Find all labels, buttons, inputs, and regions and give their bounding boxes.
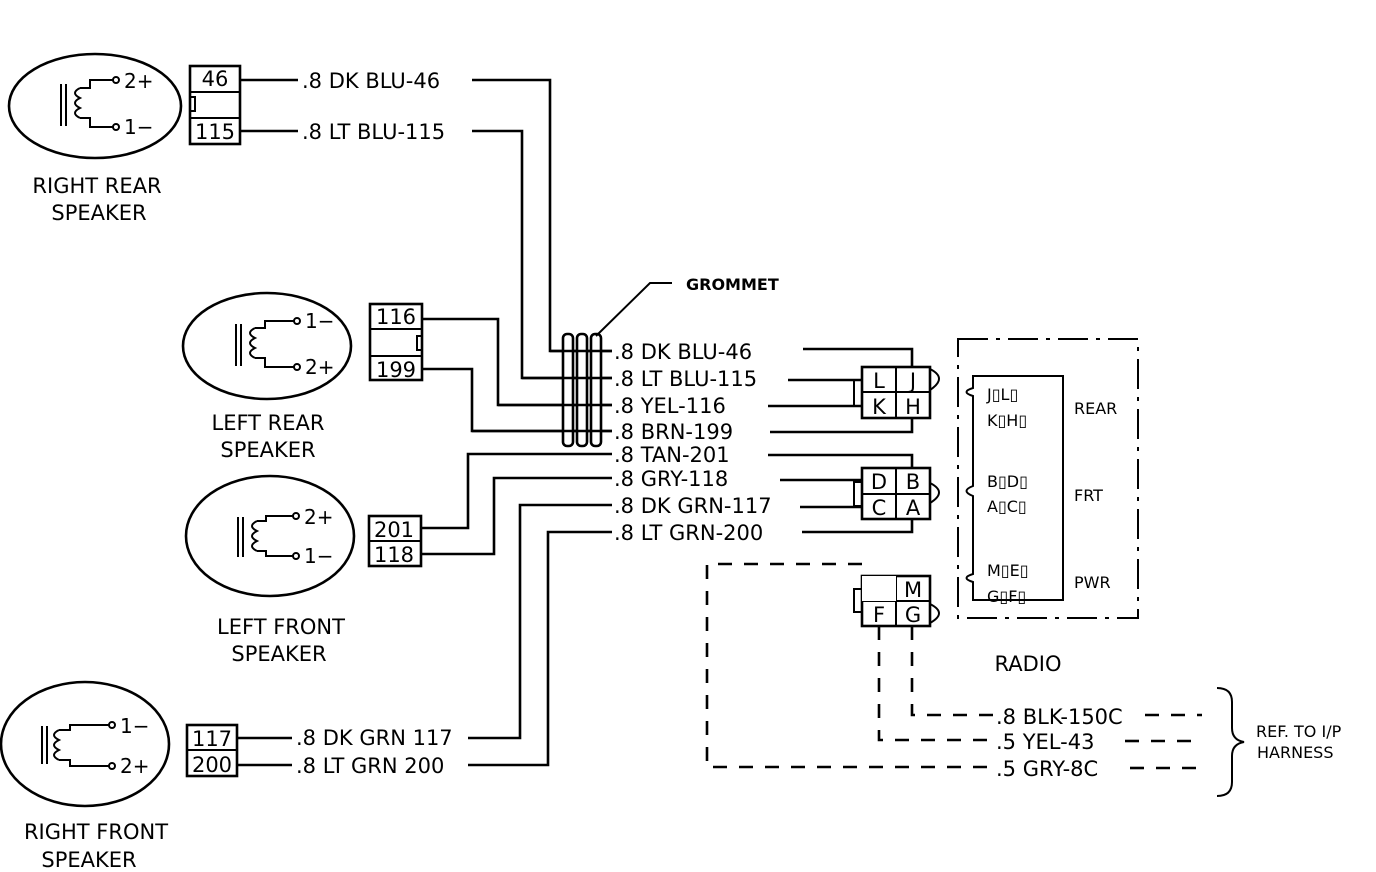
connector-pin-label: J bbox=[908, 369, 916, 393]
harness-wire-label: .8 DK BLU-46 bbox=[614, 340, 752, 364]
ref-note-line2: HARNESS bbox=[1257, 743, 1333, 762]
terminal-bottom-label: 2+ bbox=[305, 355, 334, 379]
speaker-outline bbox=[7, 52, 183, 160]
right-front-connector: 117 200 bbox=[185, 723, 239, 778]
connector-pin-label: G bbox=[905, 603, 921, 627]
left-rear-speaker: 1− 2+ LEFT REAR SPEAKER bbox=[181, 291, 353, 462]
connector-pin-label: K bbox=[872, 395, 887, 419]
speaker-coil-icon bbox=[41, 724, 109, 767]
terminal-bottom-label: 1− bbox=[304, 544, 333, 568]
speaker-caption-line1: RIGHT REAR bbox=[32, 174, 161, 198]
radio-pin-row: A▯C▯ bbox=[987, 497, 1027, 516]
connector-pin-label: L bbox=[873, 369, 885, 393]
radio-pwr-label: PWR bbox=[1074, 573, 1111, 592]
rear-speaker-connector: L J K H bbox=[853, 365, 940, 420]
speaker-caption-line1: LEFT FRONT bbox=[217, 615, 345, 639]
speaker-coil-icon bbox=[237, 515, 293, 557]
radio-pin-row: J▯L▯ bbox=[986, 385, 1018, 404]
ip-harness-reference: REF. TO I/P HARNESS bbox=[1216, 687, 1342, 797]
harness-wire-label: .8 DK GRN-117 bbox=[614, 494, 772, 518]
left-front-connector: 201 118 bbox=[367, 514, 423, 568]
connector-pin-label: 115 bbox=[195, 120, 235, 144]
terminal-top-label: 2+ bbox=[304, 505, 333, 529]
connector-pin-label: 117 bbox=[192, 727, 232, 751]
connector-pin-label: M bbox=[904, 578, 922, 602]
connector-pin-label: 199 bbox=[376, 358, 416, 382]
ref-note-line1: REF. TO I/P bbox=[1256, 722, 1342, 741]
right-front-speaker: 1− 2+ RIGHT FRONT SPEAKER bbox=[0, 680, 171, 872]
harness-wire-label: .8 BRN-199 bbox=[614, 420, 733, 444]
radio-pin-row: K▯H▯ bbox=[987, 411, 1027, 430]
connector-pin-label: 116 bbox=[376, 305, 416, 329]
wire-label: .8 DK GRN 117 bbox=[296, 726, 453, 750]
power-wires: .8 BLK-150C .5 YEL-43 .5 GRY-8C bbox=[705, 562, 1202, 781]
front-speaker-connector: D B C A bbox=[853, 466, 940, 521]
grommet-label: GROMMET bbox=[686, 275, 779, 294]
harness-wire-labels: .8 DK BLU-46 .8 LT BLU-115 .8 YEL-116 .8… bbox=[614, 340, 772, 545]
terminal-bottom-label: 1− bbox=[124, 115, 153, 139]
radio-frt-label: FRT bbox=[1074, 486, 1103, 505]
terminal-bottom-label: 2+ bbox=[120, 754, 149, 778]
terminal-top-label: 1− bbox=[305, 309, 334, 333]
connector-pin-label: A bbox=[906, 496, 921, 520]
power-wire-label: .5 YEL-43 bbox=[996, 730, 1094, 754]
speaker-outline bbox=[184, 474, 356, 598]
left-rear-connector: 116 199 bbox=[368, 302, 424, 382]
right-rear-speaker: 2+ 1− RIGHT REAR SPEAKER bbox=[7, 52, 183, 225]
grommet: GROMMET bbox=[472, 275, 779, 448]
speaker-coil-icon bbox=[235, 320, 294, 368]
harness-wire-label: .8 LT GRN-200 bbox=[614, 521, 763, 545]
radio-unit: J▯L▯ K▯H▯ B▯D▯ A▯C▯ M▯E▯ G▯F▯ REAR FRT P… bbox=[957, 338, 1139, 676]
connector-pin-label: 200 bbox=[192, 753, 232, 777]
right-rear-connector: 46 115 bbox=[188, 64, 242, 146]
wire-label: .8 LT GRN 200 bbox=[296, 754, 444, 778]
wire-label: .8 LT BLU-115 bbox=[302, 120, 445, 144]
connector-pin-label: H bbox=[905, 395, 921, 419]
speaker-caption-line2: SPEAKER bbox=[220, 438, 315, 462]
connector-pin-label: 46 bbox=[202, 67, 229, 91]
connector-pin-label: F bbox=[873, 603, 885, 627]
radio-pin-row: G▯F▯ bbox=[987, 587, 1026, 606]
speaker-caption-line2: SPEAKER bbox=[231, 642, 326, 666]
harness-wire-label: .8 LT BLU-115 bbox=[614, 367, 757, 391]
connector-pin-label: 118 bbox=[374, 543, 414, 567]
radio-rear-label: REAR bbox=[1074, 399, 1117, 418]
connector-pin-label: B bbox=[906, 470, 920, 494]
speaker-outline bbox=[181, 291, 353, 401]
power-connector: M F G bbox=[853, 574, 940, 628]
speaker-outline bbox=[0, 680, 171, 808]
connector-pin-label: 201 bbox=[374, 518, 414, 542]
harness-wire-label: .8 TAN-201 bbox=[614, 443, 730, 467]
harness-wire-label: .8 YEL-116 bbox=[614, 394, 726, 418]
speaker-caption-line2: SPEAKER bbox=[51, 201, 146, 225]
terminal-top-label: 1− bbox=[120, 714, 149, 738]
wire-label: .8 DK BLU-46 bbox=[302, 69, 440, 93]
left-front-speaker: 2+ 1− LEFT FRONT SPEAKER bbox=[184, 474, 356, 666]
radio-pin-row: M▯E▯ bbox=[987, 561, 1029, 580]
connector-pin-label: C bbox=[872, 496, 887, 520]
harness-wire-label: .8 GRY-118 bbox=[614, 467, 728, 491]
speaker-caption-line2: SPEAKER bbox=[41, 848, 136, 872]
connector-pin-label: D bbox=[871, 470, 887, 494]
radio-pin-row: B▯D▯ bbox=[987, 472, 1028, 491]
speaker-coil-icon bbox=[60, 79, 113, 128]
harness-to-radio-wires bbox=[768, 347, 914, 534]
power-wire-label: .5 GRY-8C bbox=[996, 757, 1098, 781]
speaker-caption-line1: RIGHT FRONT bbox=[24, 820, 168, 844]
radio-label: RADIO bbox=[995, 652, 1062, 676]
speaker-caption-line1: LEFT REAR bbox=[212, 411, 325, 435]
terminal-top-label: 2+ bbox=[124, 69, 153, 93]
power-wire-label: .8 BLK-150C bbox=[996, 705, 1123, 729]
